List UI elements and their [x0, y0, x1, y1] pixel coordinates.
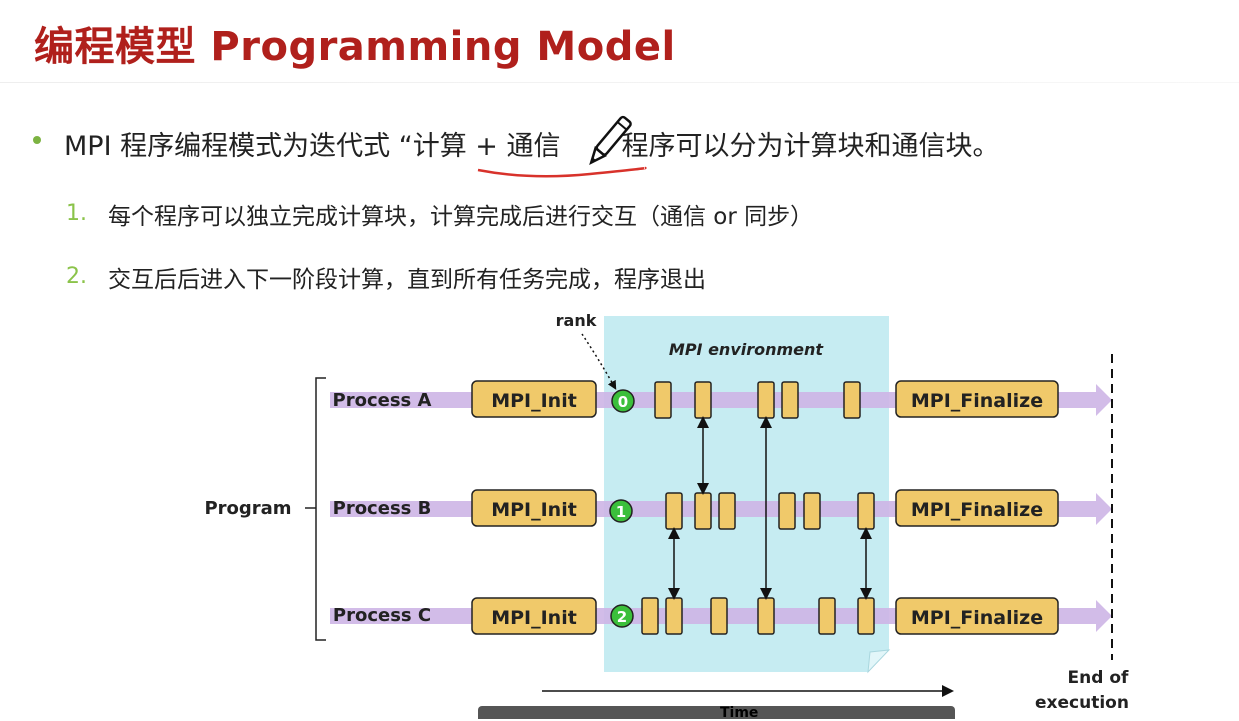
program-label: Program — [204, 498, 291, 519]
process-c-finalize-box — [895, 597, 1059, 635]
process-a-init-label: MPI_Init — [491, 390, 577, 412]
panel-page-curl — [867, 649, 891, 674]
process-a-label: Process A — [333, 390, 432, 411]
process-c-label: Process C — [333, 605, 431, 626]
program-bracket — [315, 377, 326, 641]
compute-block — [818, 597, 836, 635]
process-a-rank-badge — [611, 389, 635, 413]
bullet-prefix: MPI 程序编程模式为迭代式 — [64, 131, 399, 162]
bullet-text: MPI 程序编程模式为迭代式 “计算 + 通信 ，程序可以分为计算块和通信块。 — [64, 124, 1000, 163]
compute-block — [665, 597, 683, 635]
process-b-row: Process B MPI_Init 1 MPI_Finalize — [330, 489, 1112, 530]
process-a-finalize-box — [895, 380, 1059, 418]
compute-block — [694, 381, 712, 419]
compute-block — [665, 492, 683, 530]
compute-block — [757, 597, 775, 635]
process-c-init-label: MPI_Init — [491, 607, 577, 629]
process-b-init-label: MPI_Init — [491, 499, 577, 521]
compute-block — [857, 597, 875, 635]
process-b-finalize-label: MPI_Finalize — [911, 499, 1043, 521]
bullet-dot — [33, 136, 41, 144]
process-a-finalize-label: MPI_Finalize — [911, 390, 1043, 412]
step-1-text: 每个程序可以独立完成计算块，计算完成后进行交互（通信 or 同步） — [108, 204, 814, 230]
pen-icon — [589, 115, 632, 166]
title-divider — [0, 82, 1239, 83]
compute-block — [718, 492, 736, 530]
bullet-quote: “计算 + 通信 — [398, 131, 561, 162]
compute-block — [803, 492, 821, 530]
compute-block — [694, 492, 712, 530]
end-of-label-line2: execution — [1035, 693, 1129, 713]
step-2-text: 交互后后进入下一阶段计算，直到所有任务完成，程序退出 — [108, 267, 706, 293]
compute-block — [641, 597, 659, 635]
compute-block — [757, 381, 775, 419]
process-c-finalize-label: MPI_Finalize — [911, 607, 1043, 629]
time-label: Time — [720, 705, 759, 721]
process-a-row: Process A MPI_Init 0 MPI_Finalize — [330, 380, 1112, 419]
process-c-rank: 2 — [617, 608, 627, 626]
slide-title: 编程模型 Programming Model — [34, 24, 676, 70]
process-a-rank: 0 — [618, 393, 628, 411]
compute-block — [654, 381, 672, 419]
step-1-number: 1. — [66, 201, 87, 226]
compute-block — [710, 597, 728, 635]
rank-label: rank — [556, 311, 597, 330]
process-b-init-box — [471, 489, 597, 527]
mpi-environment-label: MPI environment — [669, 340, 825, 359]
process-c-rank-badge — [610, 604, 634, 628]
process-b-label: Process B — [333, 498, 432, 519]
end-of-label-line1: End of — [1068, 668, 1129, 688]
compute-block — [857, 492, 875, 530]
compute-block — [778, 492, 796, 530]
red-underline — [477, 166, 647, 178]
step-2-number: 2. — [66, 264, 87, 289]
process-a-init-box — [471, 380, 597, 418]
pen-annotation — [477, 115, 647, 178]
process-b-finalize-box — [895, 489, 1059, 527]
process-c-row: Process C MPI_Init 2 MPI_Finalize — [330, 597, 1112, 635]
compute-block — [843, 381, 861, 419]
video-scrubber-bar[interactable] — [478, 706, 955, 719]
compute-block — [781, 381, 799, 419]
rank-pointer — [581, 333, 617, 390]
process-b-rank: 1 — [616, 503, 626, 521]
bullet-suffix: ，程序可以分为计算块和通信块。 — [594, 131, 1000, 162]
process-b-rank-badge — [609, 499, 633, 523]
process-c-init-box — [471, 597, 597, 635]
